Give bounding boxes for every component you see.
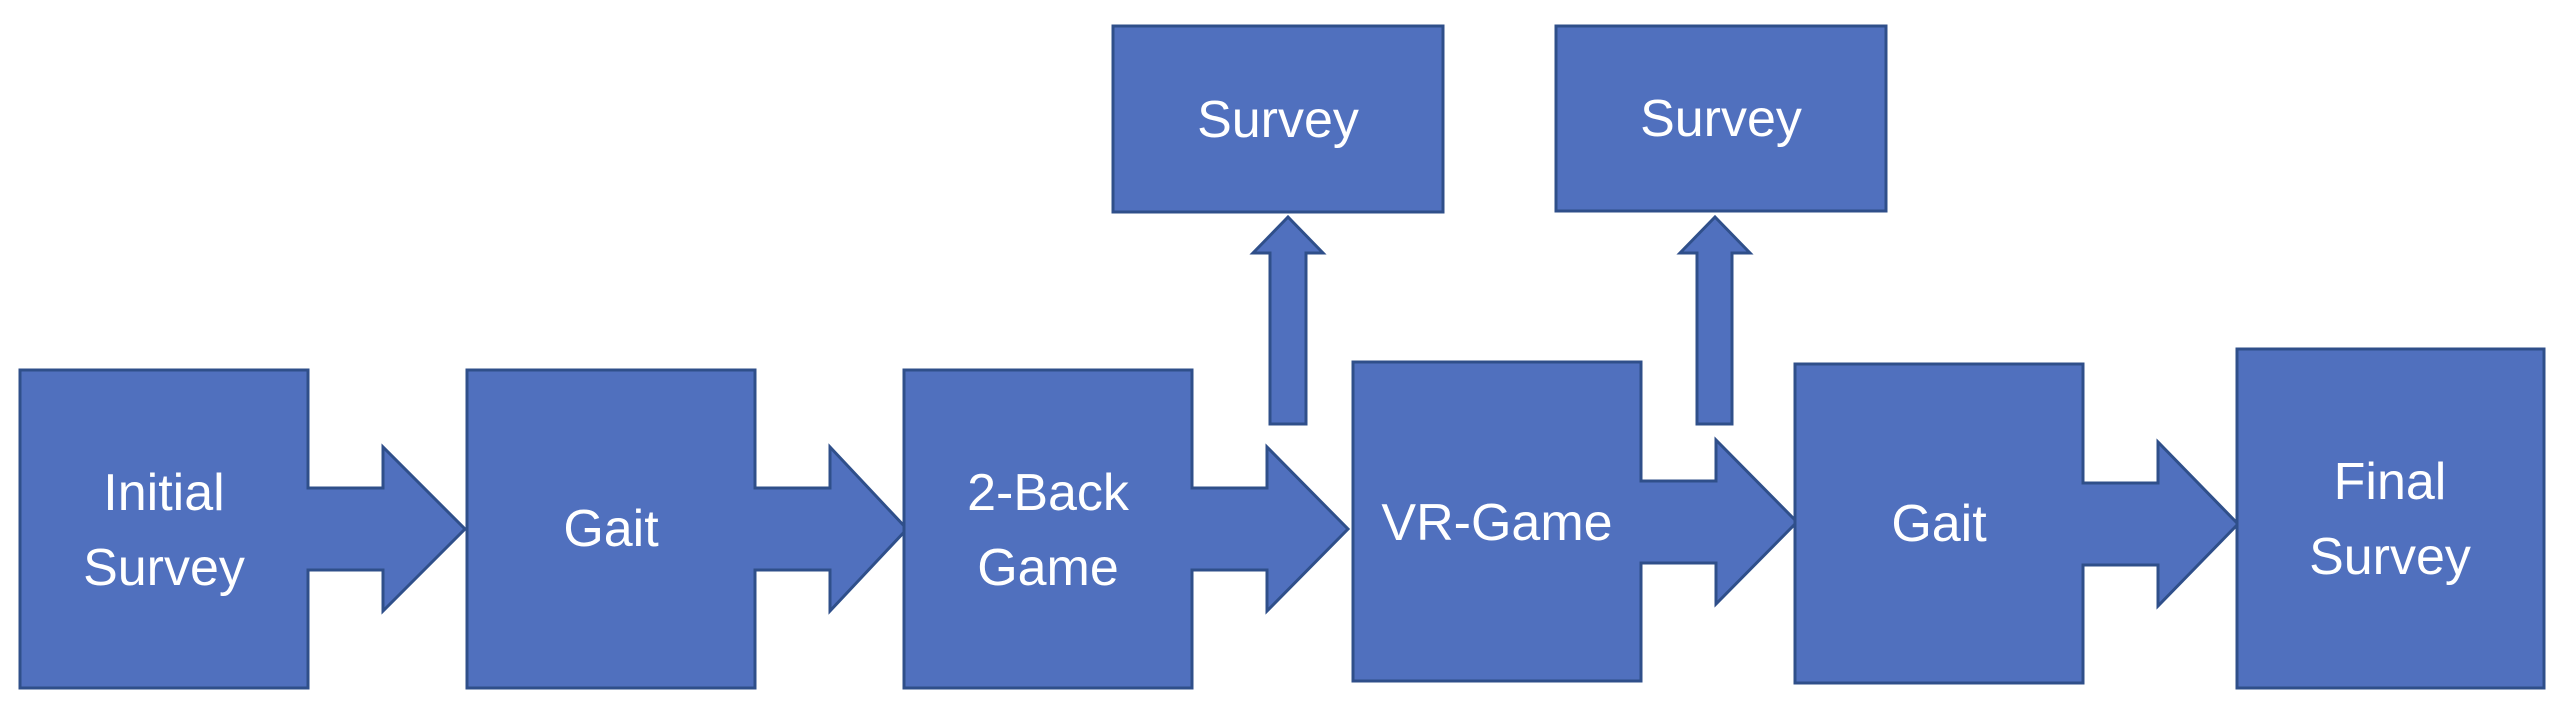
node-gait-2: Gait xyxy=(1793,362,2241,685)
node-vr-game-label: VR-Game xyxy=(1381,494,1612,552)
node-2-back-game-line2: Game xyxy=(977,539,1119,597)
node-2-back-game-line1: 2-Back xyxy=(967,464,1130,522)
node-2-back-game: 2-Back Game xyxy=(902,368,1351,690)
up-arrow-to-survey-2 xyxy=(1676,214,1754,426)
node-survey-2-label: Survey xyxy=(1640,90,1802,148)
node-gait-1-label: Gait xyxy=(563,500,659,558)
node-initial-survey-line1: Initial xyxy=(103,464,224,522)
node-initial-survey: Initial Survey xyxy=(18,368,468,690)
node-gait-2-label: Gait xyxy=(1891,495,1987,553)
node-final-survey: Final Survey xyxy=(2235,347,2546,690)
up-arrow-to-survey-1 xyxy=(1249,214,1327,426)
node-survey-1-label: Survey xyxy=(1197,91,1359,149)
node-survey-2: Survey xyxy=(1554,24,1888,213)
node-gait-1: Gait xyxy=(465,368,910,690)
node-final-survey-line2: Survey xyxy=(2309,528,2471,586)
node-survey-1: Survey xyxy=(1111,24,1445,214)
node-final-survey-line1: Final xyxy=(2334,453,2447,511)
node-vr-game: VR-Game xyxy=(1351,360,1800,683)
node-initial-survey-line2: Survey xyxy=(83,539,245,597)
